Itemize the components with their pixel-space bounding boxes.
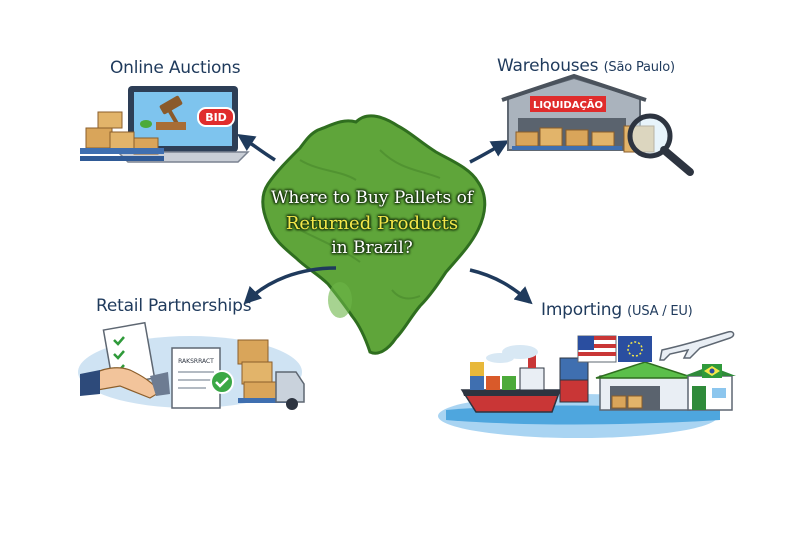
importing-illustration xyxy=(438,330,736,438)
importing-label: Importing (USA / EU) xyxy=(541,300,693,320)
warehouses-location: (São Paulo) xyxy=(603,60,675,75)
online-auctions-label: Online Auctions xyxy=(110,58,241,78)
bid-badge: BID xyxy=(205,111,227,124)
contract-doc-label: RAKSRRACT xyxy=(178,358,214,365)
arrow-to-warehouses xyxy=(469,140,510,164)
center-title-line3: in Brazil? xyxy=(331,238,413,258)
arrow-to-online-auctions xyxy=(237,134,276,162)
center-title-highlight: Returned Products xyxy=(285,213,459,234)
center-title-line1: Where to Buy Pallets of xyxy=(270,188,474,208)
retail-partnerships-label: Retail Partnerships xyxy=(96,296,252,316)
online-auctions-illustration: BID xyxy=(80,86,250,163)
center-question: Where to Buy Pallets of Returned Product… xyxy=(262,186,482,261)
brazil-map xyxy=(261,114,487,355)
arrow-to-retail xyxy=(243,266,337,305)
arrows xyxy=(237,134,533,305)
liquidacao-sign: LIQUIDAÇÃO xyxy=(533,98,603,111)
warehouses-label: Warehouses (São Paulo) xyxy=(497,56,675,76)
warehouse-illustration: LIQUIDAÇÃO xyxy=(501,73,694,176)
importing-title: Importing xyxy=(541,300,622,320)
retail-illustration: RAKSRRACT xyxy=(78,321,305,410)
warehouses-title: Warehouses xyxy=(497,56,599,76)
importing-regions: (USA / EU) xyxy=(627,304,693,319)
arrow-to-importing xyxy=(469,268,533,305)
